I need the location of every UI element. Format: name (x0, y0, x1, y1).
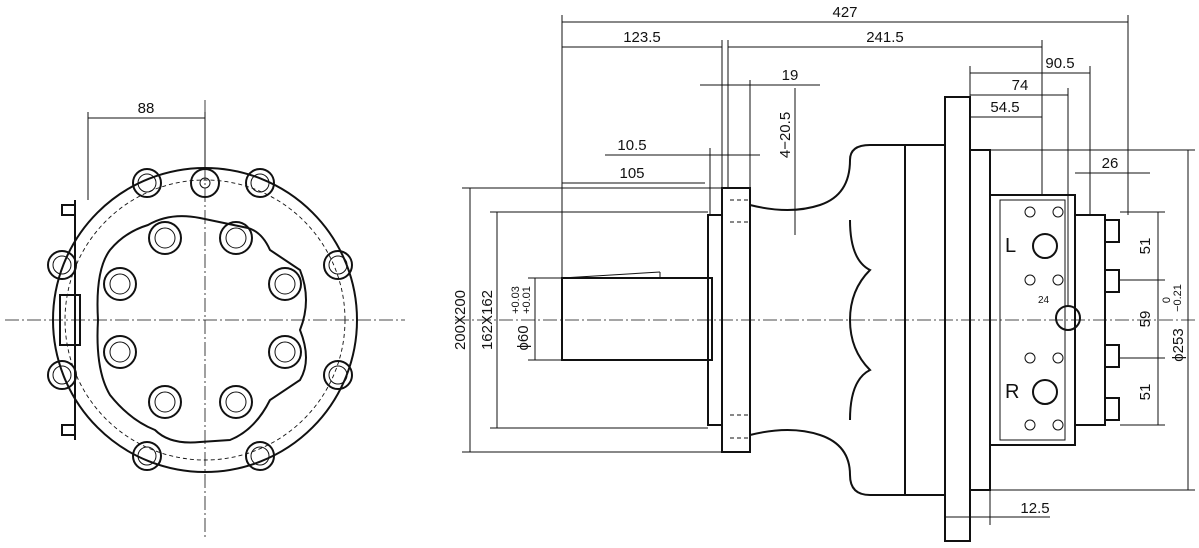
dim-flange-offset: 123.5 (623, 29, 661, 46)
port-r (1032, 379, 1058, 405)
dim-overall: 427 (832, 4, 857, 21)
dim-54-5: 54.5 (990, 99, 1019, 116)
dim-24: 24 (1038, 295, 1050, 306)
dim-body-tol-lower: −0.21 (1172, 284, 1184, 312)
dim-26: 26 (1102, 155, 1119, 172)
drain-port (1055, 305, 1081, 331)
port-label-l: L (1005, 235, 1016, 257)
mounting-flange (721, 187, 751, 453)
dim-main-length: 241.5 (866, 29, 904, 46)
dim-51-top: 51 (1137, 238, 1154, 255)
dim-88: 88 (138, 100, 155, 117)
bolt-circle (64, 179, 346, 461)
dim-74: 74 (1012, 77, 1029, 94)
dim-shaft-tol-upper: +0.03 (510, 286, 522, 314)
port-l (1032, 233, 1058, 259)
dim-bolt-square: 162X162 (479, 290, 496, 350)
dim-90-5: 90.5 (1045, 55, 1074, 72)
port-label-r: R (1005, 381, 1019, 403)
dim-12-5: 12.5 (1020, 500, 1049, 517)
dim-body-dia: ϕ253 (1170, 328, 1187, 361)
dim-holes: 4−20.5 (777, 112, 794, 158)
front-view: 88 (5, 100, 405, 540)
dim-shaft-tol-lower: +0.01 (521, 286, 533, 314)
dim-19: 19 (782, 67, 799, 84)
side-view: L R 24 200X200 162X162 ϕ60 +0.03 +0.01 4… (452, 4, 1195, 542)
dim-105: 105 (619, 165, 644, 182)
dim-square: 200X200 (452, 290, 469, 350)
dim-51-bot: 51 (1137, 384, 1154, 401)
shaft (561, 277, 713, 361)
bolt-heads (47, 168, 353, 471)
dim-59: 59 (1137, 311, 1154, 328)
dim-body-tol-upper: 0 (1161, 297, 1173, 303)
dim-10-5: 10.5 (617, 137, 646, 154)
dim-shaft: ϕ60 (515, 325, 532, 350)
